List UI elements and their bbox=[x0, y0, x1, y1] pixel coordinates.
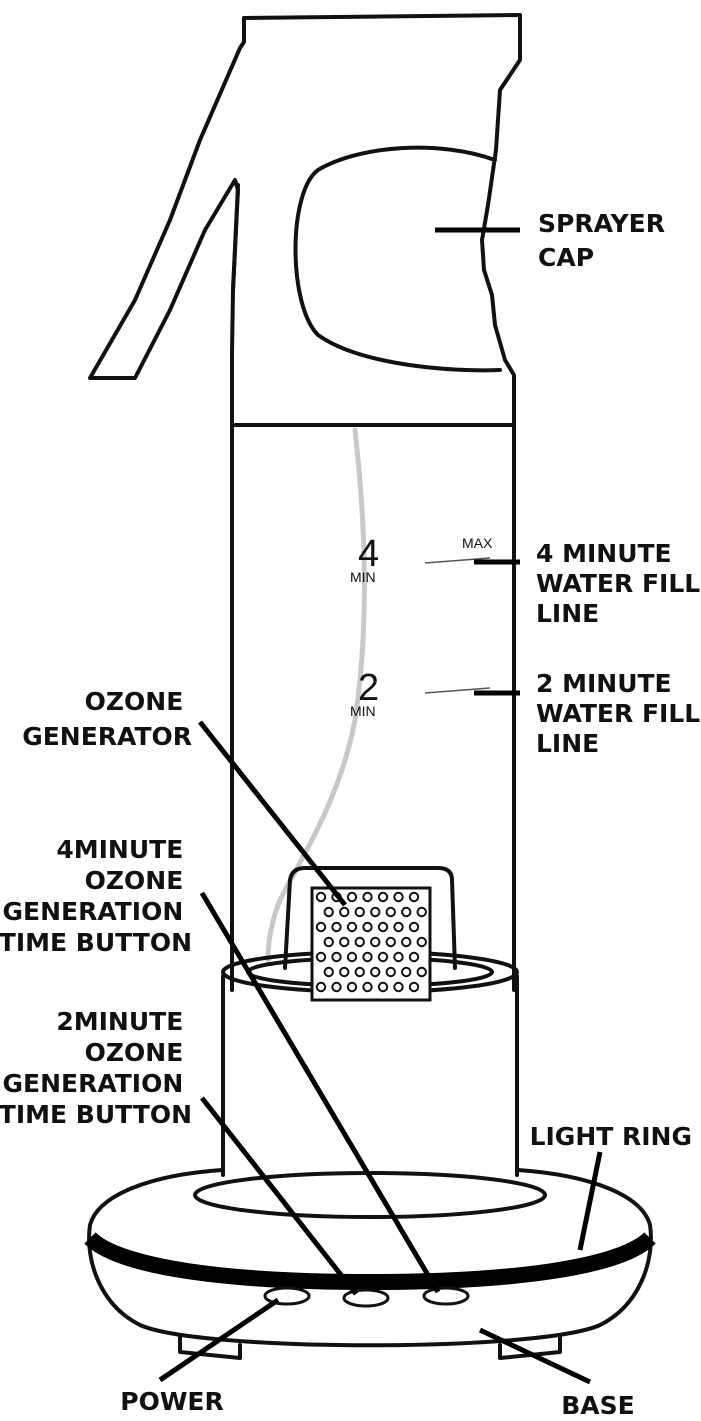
mesh-hole bbox=[408, 981, 420, 993]
ozone-generator-frame bbox=[283, 866, 457, 970]
label-base: BASE bbox=[561, 1391, 635, 1420]
four-minute-button bbox=[422, 1286, 470, 1306]
leader-lines bbox=[158, 227, 603, 1385]
mesh-hole bbox=[377, 951, 389, 963]
mesh-hole bbox=[370, 906, 381, 918]
mesh-hole bbox=[362, 981, 373, 993]
mesh-hole bbox=[377, 921, 389, 933]
mesh-hole bbox=[346, 921, 358, 933]
mesh-hole bbox=[323, 936, 334, 948]
two-minute-button bbox=[342, 1288, 390, 1308]
mesh-hole bbox=[385, 906, 396, 918]
mesh-hole bbox=[370, 966, 381, 978]
marking-four: 4 bbox=[358, 533, 379, 575]
mesh-hole bbox=[339, 936, 350, 948]
label-button-2: 2MINUTE OZONE GENERATION TIME BUTTON bbox=[0, 1007, 192, 1129]
label-sprayer-cap: SPRAYER CAP bbox=[538, 209, 674, 272]
mesh-hole bbox=[354, 966, 365, 978]
mesh-hole bbox=[377, 891, 389, 903]
label-button-4: 4MINUTE OZONE GENERATION TIME BUTTON bbox=[0, 835, 192, 957]
mesh-hole bbox=[401, 906, 412, 918]
label-power: POWER bbox=[120, 1387, 223, 1416]
mesh-hole bbox=[393, 891, 404, 903]
mesh-hole bbox=[362, 891, 373, 903]
mesh-hole bbox=[377, 981, 389, 993]
leader-button-2 bbox=[200, 1096, 358, 1296]
bottle-markings: 4 MIN MAX 2 MIN bbox=[350, 533, 493, 719]
mesh-hole bbox=[315, 891, 327, 903]
marking-min-2: MIN bbox=[350, 703, 376, 719]
mesh-hole bbox=[346, 951, 358, 963]
callout-labels: SPRAYER CAP 4 MINUTE WATER FILL LINE 2 M… bbox=[0, 209, 701, 1420]
light-ring-band bbox=[84, 1231, 656, 1291]
leader-ozone-generator bbox=[198, 720, 347, 907]
mesh-hole bbox=[401, 936, 412, 948]
mesh-hole bbox=[401, 966, 412, 978]
bottle-body bbox=[230, 423, 516, 992]
mesh-hole bbox=[346, 981, 358, 993]
mesh-hole bbox=[416, 966, 427, 978]
leader-light-ring bbox=[577, 1151, 603, 1251]
mesh-hole bbox=[408, 951, 420, 963]
trigger-grip bbox=[293, 145, 502, 373]
leader-button-4 bbox=[199, 891, 441, 1294]
sprayer-cap bbox=[88, 13, 522, 427]
mesh-hole bbox=[393, 981, 404, 993]
mesh-hole bbox=[354, 906, 365, 918]
mesh-hole bbox=[315, 951, 327, 963]
mesh-hole bbox=[346, 891, 358, 903]
marking-max: MAX bbox=[462, 535, 493, 551]
label-fill-2: 2 MINUTE WATER FILL LINE bbox=[536, 669, 701, 758]
fill-line-2-stroke bbox=[424, 687, 491, 694]
mesh-hole bbox=[331, 981, 342, 993]
mesh-hole bbox=[331, 921, 342, 933]
label-ozone-generator: OZONE GENERATOR bbox=[22, 687, 192, 751]
leader-power bbox=[158, 1297, 280, 1383]
mesh-hole bbox=[323, 966, 334, 978]
marking-min-4: MIN bbox=[350, 569, 376, 585]
mesh-hole bbox=[362, 921, 373, 933]
lower-chamber bbox=[221, 974, 519, 1177]
base-shell bbox=[87, 1168, 653, 1348]
mesh-hole bbox=[331, 951, 342, 963]
mesh-hole bbox=[385, 936, 396, 948]
marking-two: 2 bbox=[358, 667, 379, 709]
mesh-hole bbox=[339, 966, 350, 978]
mesh-hole bbox=[315, 981, 327, 993]
mesh-hole bbox=[416, 936, 427, 948]
dip-tube bbox=[265, 427, 367, 963]
mesh-hole bbox=[408, 891, 420, 903]
trigger-inner-line bbox=[231, 183, 240, 292]
mesh-hole bbox=[315, 921, 327, 933]
mesh-hole bbox=[339, 906, 350, 918]
fill-line-4-stroke bbox=[424, 557, 491, 564]
mesh-hole bbox=[393, 951, 404, 963]
mesh-hole bbox=[362, 951, 373, 963]
label-light-ring: LIGHT RING bbox=[530, 1122, 692, 1151]
mesh-hole bbox=[323, 906, 334, 918]
leader-base bbox=[478, 1327, 592, 1385]
label-fill-4: 4 MINUTE WATER FILL LINE bbox=[536, 539, 701, 628]
mesh-hole bbox=[408, 921, 420, 933]
mesh-hole bbox=[370, 936, 381, 948]
ozone-generator-mesh-holes bbox=[315, 891, 427, 993]
mesh-hole bbox=[393, 921, 404, 933]
mesh-hole bbox=[354, 936, 365, 948]
mesh-hole bbox=[416, 906, 427, 918]
sprayer-line-art bbox=[84, 13, 656, 1360]
mesh-hole bbox=[385, 966, 396, 978]
